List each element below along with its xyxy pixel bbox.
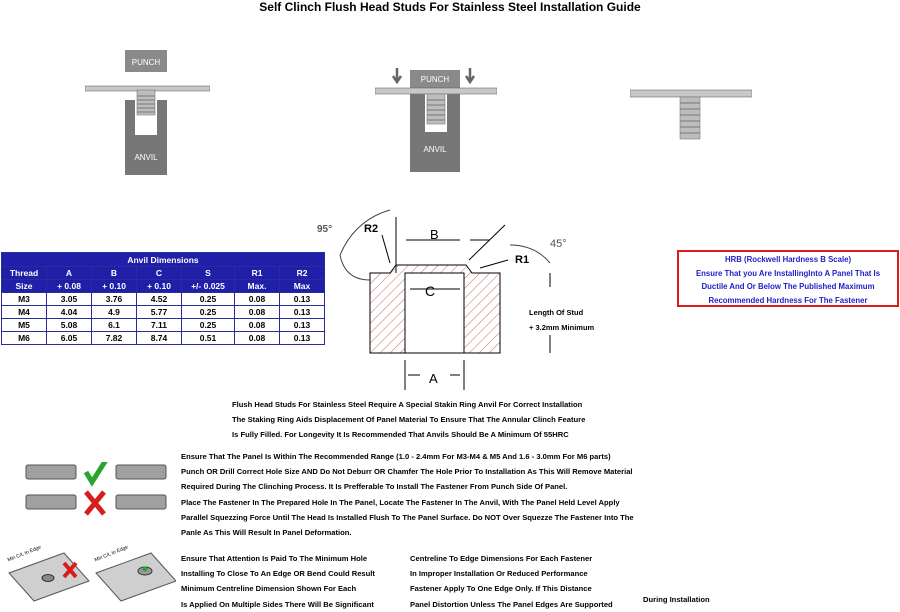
cross-icon: [62, 561, 78, 579]
th-b: B: [91, 266, 137, 280]
edge-distance-illustration: Min C/L to Edge Min C/L to Edge: [7, 544, 176, 602]
stud: [426, 93, 446, 125]
dim-a-label: A: [429, 371, 438, 386]
punch-block: [125, 50, 167, 72]
angle-left-label: 95°: [317, 224, 332, 235]
hrb-note: HRB (Rockwell Hardness B Scale) Ensure T…: [677, 250, 899, 307]
hole-prep-illustration: [25, 462, 167, 516]
tick-icon: [142, 566, 148, 572]
r1-label: R1: [515, 254, 529, 266]
stud: [136, 89, 156, 116]
step1-illustration: PUNCH ANVIL: [85, 50, 210, 175]
r2-label: R2: [364, 223, 378, 235]
th-thread: Thread: [1, 266, 47, 280]
table-caption: Anvil Dimensions: [1, 252, 325, 267]
th-s: S: [181, 266, 235, 280]
edge-note-right: Centreline To Edge Dimensions For Each F…: [410, 554, 613, 609]
anvil-section-diagram: 95° R2 B R1 45° C Length Of Stud + 3.2mm…: [317, 209, 595, 390]
stud-length-line1: Length Of Stud: [529, 308, 584, 317]
anvil-label: ANVIL: [423, 145, 447, 154]
table-header-top: Thread A B C S R1 R2: [1, 266, 325, 280]
punch-label: PUNCH: [421, 75, 450, 84]
anvil-note: Flush Head Studs For Stainless Steel Req…: [232, 400, 586, 440]
anvil-label: ANVIL: [134, 153, 158, 162]
table-header-bottom: Size + 0.08 + 0.10 + 0.10 +/- 0.025 Max.…: [1, 279, 325, 293]
stud: [679, 96, 701, 140]
punch-block: [410, 70, 460, 88]
th-r2: R2: [279, 266, 325, 280]
page-title: Self Clinch Flush Head Studs For Stainle…: [259, 0, 641, 14]
edge-badge: Min C/L to Edge: [94, 544, 130, 563]
tick-icon: [83, 462, 108, 487]
anvil-block: [410, 94, 460, 172]
edge-note-tail: During Installation: [643, 595, 710, 604]
angle-right-label: 45°: [550, 238, 567, 250]
panel: [375, 87, 497, 95]
anvil-dimensions-table: Anvil Dimensions Thread A B C S R1 R2 Si…: [1, 252, 325, 345]
panel: [630, 89, 752, 98]
th-c: C: [136, 266, 182, 280]
edge-badge: Min C/L to Edge: [7, 544, 43, 563]
dim-b-label: B: [430, 227, 439, 242]
stud-length-line2: + 3.2mm Minimum: [529, 323, 595, 332]
punch-label: PUNCH: [132, 58, 161, 67]
cross-icon: [84, 490, 106, 516]
step3-illustration: [630, 89, 752, 140]
dim-c-label: C: [425, 283, 435, 299]
edge-note-left: Ensure That Attention Is Paid To The Min…: [181, 554, 375, 609]
th-r1: R1: [234, 266, 280, 280]
anvil-block: [125, 100, 167, 175]
th-a: A: [46, 266, 92, 280]
panel-note: Ensure That The Panel Is Within The Reco…: [181, 452, 634, 538]
step2-illustration: PUNCH ANVIL: [375, 68, 497, 172]
